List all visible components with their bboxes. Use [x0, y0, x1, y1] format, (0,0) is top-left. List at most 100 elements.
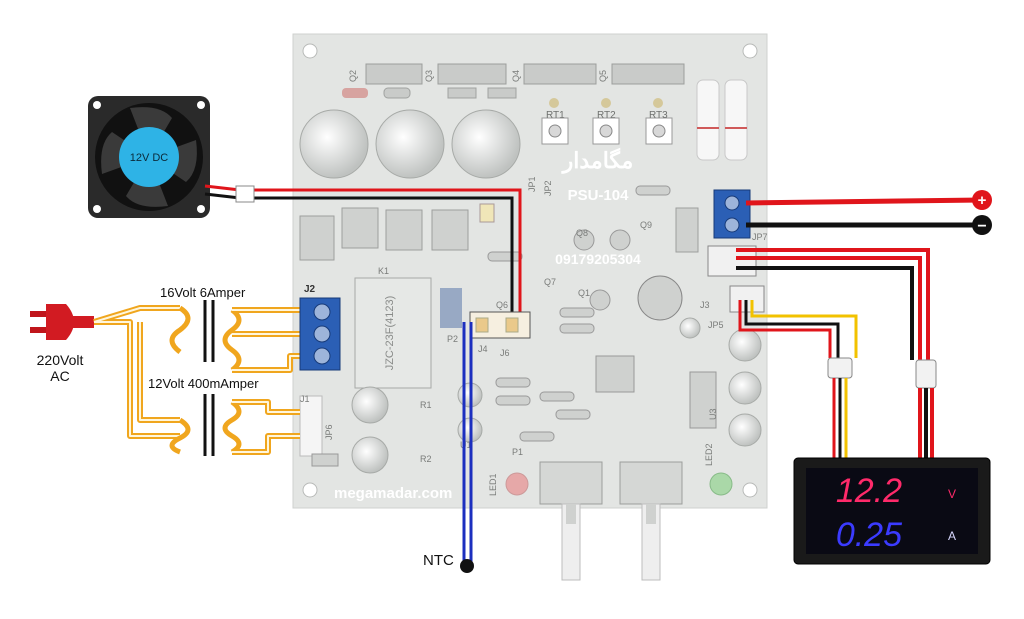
transistor-q3 [437, 63, 507, 85]
meter-power-connector [915, 359, 937, 389]
label-jp1: JP1 [527, 176, 537, 192]
led2 [709, 472, 733, 496]
ntc-sensor [460, 559, 474, 573]
meter-wire-red [736, 248, 930, 360]
diode [675, 207, 699, 253]
label-q6: Q6 [496, 300, 508, 310]
volt-amp-meter: 12.2 V 0.25 A [793, 457, 991, 565]
meter-wire-black [736, 266, 914, 360]
fan-wire-red [204, 184, 522, 332]
label-u3: U3 [708, 408, 718, 420]
label-led2: LED2 [704, 443, 714, 466]
connector-j1 [299, 395, 323, 457]
transformer-12v [169, 394, 300, 456]
terminal-output [713, 189, 751, 239]
label-j2: J2 [304, 284, 316, 295]
label-led1: LED1 [488, 473, 498, 496]
label-rt2: RT2 [597, 110, 616, 121]
mains-label-line1: 220Volt [37, 352, 84, 368]
label-q3: Q3 [424, 70, 434, 82]
brand-logo-fa: مگامدار [561, 147, 634, 174]
potentiometer-p2 [440, 288, 462, 328]
capacitor [351, 386, 389, 424]
label-q5: Q5 [598, 70, 608, 82]
meter-current-unit: A [948, 529, 956, 543]
meter-voltage-unit: V [948, 487, 956, 501]
label-u1: U1 [460, 440, 472, 450]
phone-label: 09179205304 [555, 251, 641, 267]
label-j3: J3 [700, 300, 710, 310]
fan-hub [119, 127, 179, 187]
transformer2-label: 12Volt 400mAmper [148, 376, 259, 391]
label-j6: J6 [500, 348, 510, 358]
label-k1: K1 [378, 266, 389, 276]
mount-hole [742, 482, 758, 498]
label-r2: R2 [420, 454, 432, 464]
diode [431, 209, 469, 251]
regulator-u3 [689, 371, 717, 429]
mount-hole [742, 43, 758, 59]
transistor-q9 [609, 229, 631, 251]
label-j1: J1 [300, 394, 310, 404]
mount-hole [302, 482, 318, 498]
ntc-label: NTC [423, 552, 454, 569]
led1 [505, 472, 529, 496]
label-jp2: JP2 [543, 180, 553, 196]
mount-hole [302, 43, 318, 59]
pcb-board: Q2 Q3 Q4 Q5 RT1 RT2 RT3 [292, 33, 768, 581]
relay-label: JZC-23F(4123) [384, 296, 396, 371]
transistor-q5 [611, 63, 685, 85]
trimmer-rt3 [645, 98, 673, 145]
label-q1: Q1 [578, 288, 590, 298]
transistor-q1 [589, 289, 611, 311]
resistor [383, 87, 411, 99]
fan-wire-black [204, 192, 514, 332]
output-plus-terminal [972, 190, 992, 210]
label-jp6: JP6 [324, 424, 334, 440]
output-minus-label: − [977, 218, 986, 235]
label-q9: Q9 [640, 220, 652, 230]
resistor [342, 88, 368, 98]
capacitor [728, 371, 762, 405]
label-jp5: JP5 [708, 320, 724, 330]
transformer-16v [169, 300, 300, 373]
trimmer-rt2 [592, 98, 620, 145]
relay [354, 277, 432, 389]
diode [299, 215, 335, 261]
label-rt1: RT1 [546, 110, 565, 121]
capacitor [679, 317, 701, 339]
potentiometer-voltage [539, 461, 603, 581]
label-q4: Q4 [511, 70, 521, 82]
output-plus-label: + [978, 192, 987, 209]
power-resistor [696, 79, 720, 161]
cooling-fan: 12V DC [88, 96, 210, 218]
label-p1: P1 [512, 447, 523, 457]
trimmer-rt1 [541, 98, 569, 145]
label-rt3: RT3 [649, 110, 668, 121]
potentiometer-current [619, 461, 683, 581]
transformer1-label: 16Volt 6Amper [160, 285, 246, 300]
transistor-q8 [573, 229, 595, 251]
label-q8: Q8 [576, 228, 588, 238]
website-label: megamadar.com [334, 485, 452, 502]
primary-wiring [93, 305, 180, 439]
label-q2: Q2 [348, 70, 358, 82]
mains-label-line2: AC [50, 368, 69, 384]
fan-connector [235, 185, 255, 203]
label-p2: P2 [447, 334, 458, 344]
meter-current-readout: 0.25 [836, 516, 902, 554]
buzzer [637, 275, 683, 321]
capacitor [728, 328, 762, 362]
power-resistor [724, 79, 748, 161]
transistor-q2 [365, 63, 423, 85]
capacitor [728, 413, 762, 447]
label-q7: Q7 [544, 277, 556, 287]
capacitor [375, 109, 445, 179]
diode [341, 207, 379, 249]
terminal-j2 [299, 297, 341, 371]
model-label: PSU-104 [568, 187, 630, 204]
capacitor [299, 109, 369, 179]
ic-chip [595, 355, 635, 393]
capacitor [451, 109, 521, 179]
